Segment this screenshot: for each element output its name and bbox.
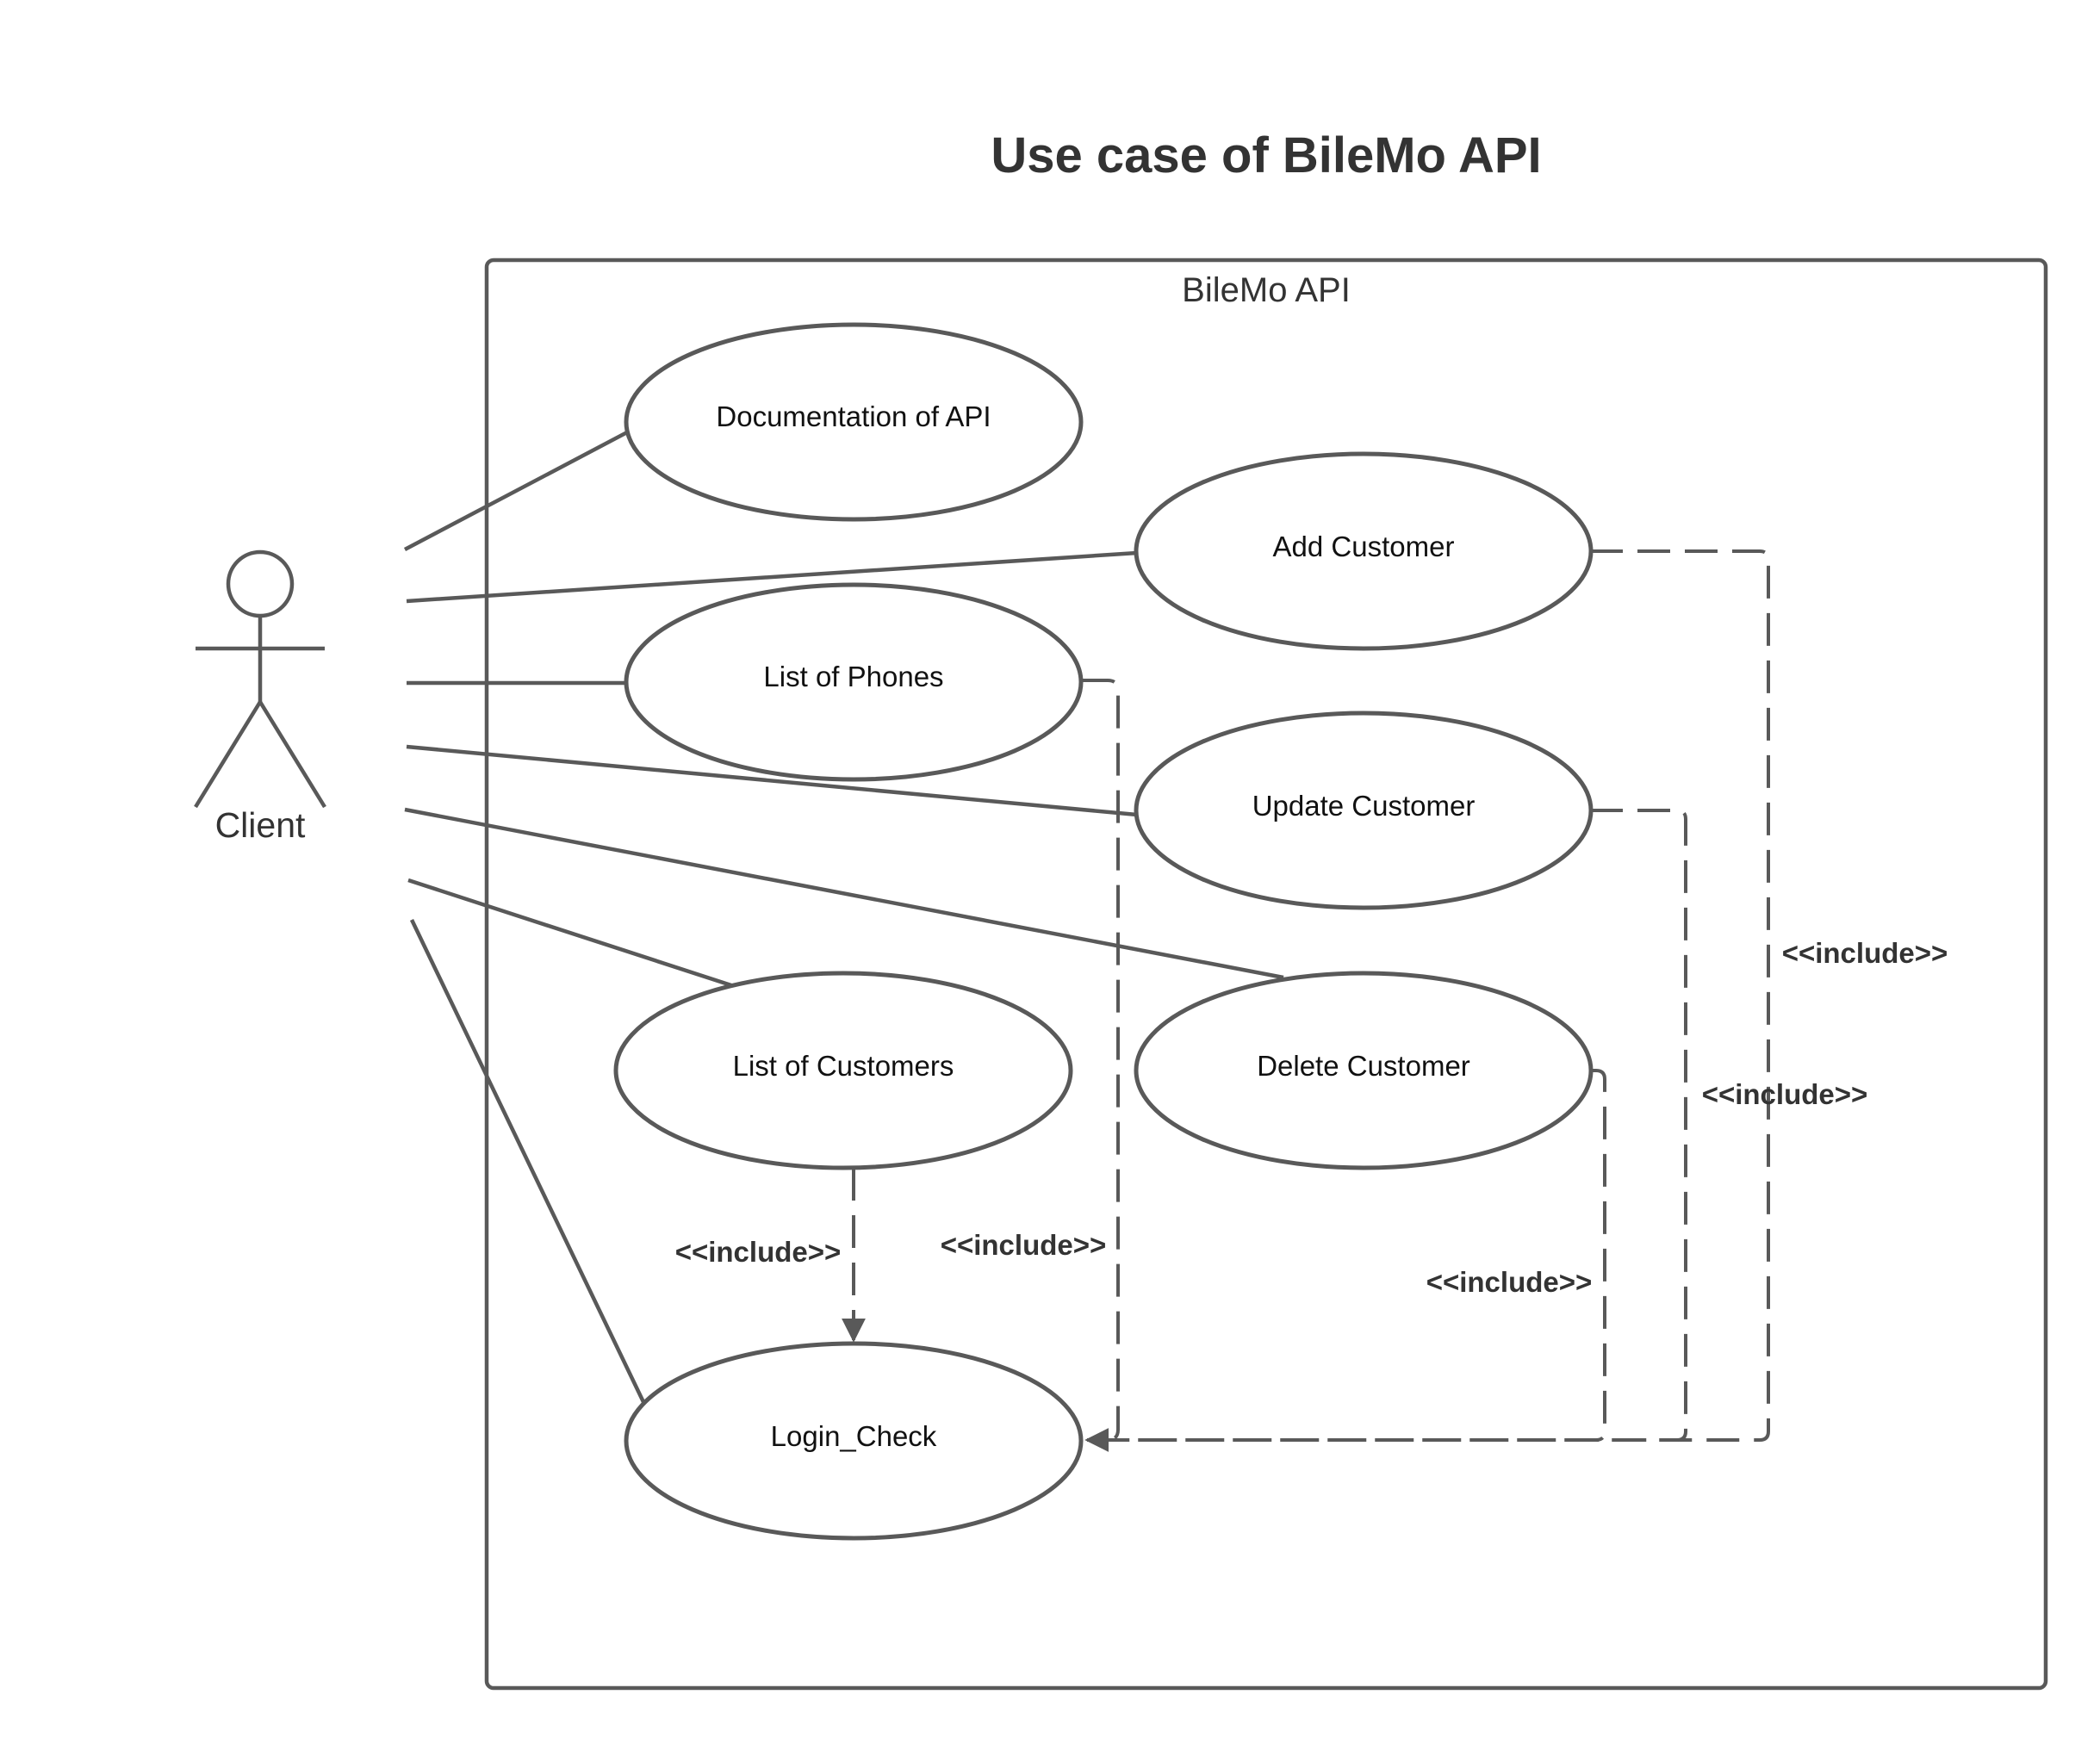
use-case-add-customer: Add Customer (1134, 451, 1594, 651)
use-case-list-customers: List of Customers (613, 971, 1073, 1170)
include-label-list-phones: <<include>> (941, 1229, 1107, 1261)
use-case-add-customer-label: Add Customer (1273, 531, 1455, 562)
system-name: BileMo API (1182, 271, 1351, 309)
actor-client (194, 549, 326, 809)
association-documentation (403, 431, 629, 551)
include-label-update-customer: <<include>> (1702, 1078, 1868, 1110)
actor-label: Client (215, 805, 306, 845)
association-add-customer (406, 550, 1138, 604)
association-login-check (409, 919, 647, 1405)
use-case-update-customer-label: Update Customer (1252, 790, 1476, 822)
include-connector-add-customer (1085, 549, 1770, 1442)
association-delete-customer (404, 807, 1284, 980)
use-case-list-phones-label: List of Phones (763, 661, 943, 692)
actor-head (226, 549, 295, 618)
include-label-add-customer: <<include>> (1782, 937, 1948, 969)
use-case-delete-customer-label: Delete Customer (1257, 1050, 1470, 1082)
diagram-title: Use case of BileMo API (991, 127, 1541, 183)
include-connector-list-phones (1082, 679, 1120, 1452)
association-list-customers (407, 878, 735, 989)
use-case-login-check-label: Login_Check (771, 1420, 937, 1452)
use-case-documentation: Documentation of API (624, 322, 1084, 522)
use-case-login-check: Login_Check (624, 1341, 1084, 1541)
actor-left-leg (194, 700, 262, 809)
include-connector-delete-customer (1085, 1069, 1606, 1442)
use-case-delete-customer: Delete Customer (1134, 971, 1594, 1170)
use-case-documentation-label: Documentation of API (716, 400, 991, 432)
include-label-list-customers: <<include>> (675, 1236, 842, 1268)
include-connector-update-customer (1085, 809, 1687, 1442)
use-case-update-customer: Update Customer (1134, 711, 1594, 910)
system-boundary (484, 258, 2048, 1691)
actor-right-leg (258, 700, 326, 809)
include-label-delete-customer: <<include>> (1426, 1266, 1593, 1298)
association-update-customer (406, 744, 1138, 817)
use-case-list-phones: List of Phones (624, 582, 1084, 782)
use-case-list-customers-label: List of Customers (733, 1050, 954, 1082)
